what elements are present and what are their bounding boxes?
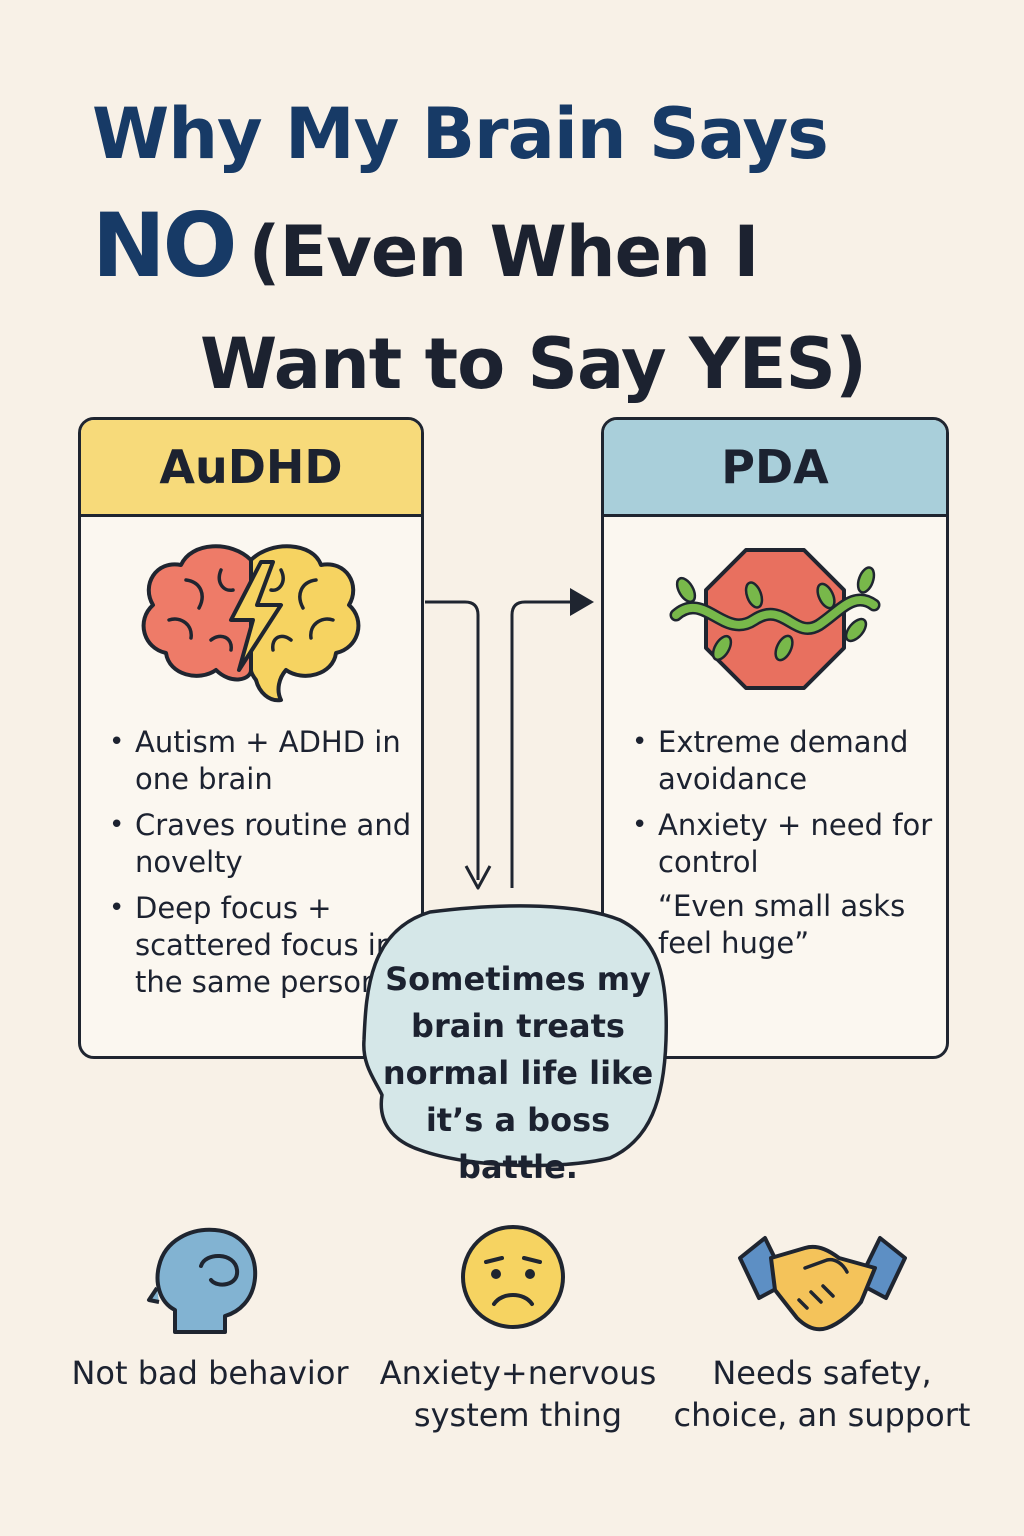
caption-needs-safety: Needs safety, choice, an support [673,1354,971,1434]
title-line-2-rest: (Even When I [248,211,759,293]
caption-not-bad-behavior: Not bad behavior [71,1354,349,1392]
speech-bubble-text: Sometimes my brain treats normal life li… [382,960,654,1186]
head-profile-icon [147,1227,258,1334]
title-no: NO [92,194,237,297]
audhd-card: AuDHD Autism + ADHD in one brain Craves … [78,417,424,1059]
audhd-card-heading: AuDHD [81,420,421,517]
title-line-1: Why My Brain Says [92,93,829,175]
page-title: Why My Brain Says NO(Even When I Want to… [92,78,972,420]
pda-quote: “Even small asks feel huge” [658,889,906,960]
stop-sign-vine-icon [669,548,881,690]
speech-bubble [362,904,669,1168]
title-line-2: NO(Even When I [92,190,972,308]
pda-bullet-list: Extreme demand avoidance Anxiety + need … [628,724,946,890]
list-item: Deep focus + scattered focus in the same… [105,890,421,1001]
list-item: Anxiety + need for control [628,807,946,881]
caption-anxiety: Anxiety+nervous system thing [379,1354,657,1434]
title-line-3: Want to Say YES) [200,323,867,405]
brain-lightning-icon [141,544,361,703]
worried-face-icon [461,1225,565,1329]
list-item: Extreme demand avoidance [628,724,946,798]
audhd-bullet-list: Autism + ADHD in one brain Craves routin… [105,724,421,1010]
handshake-icon [738,1236,907,1332]
list-item: Craves routine and novelty [105,807,421,881]
pda-card-heading: PDA [604,420,946,517]
pda-card: PDA Extreme demand avoidance Anxiety + n… [601,417,949,1059]
list-item: Autism + ADHD in one brain [105,724,421,798]
